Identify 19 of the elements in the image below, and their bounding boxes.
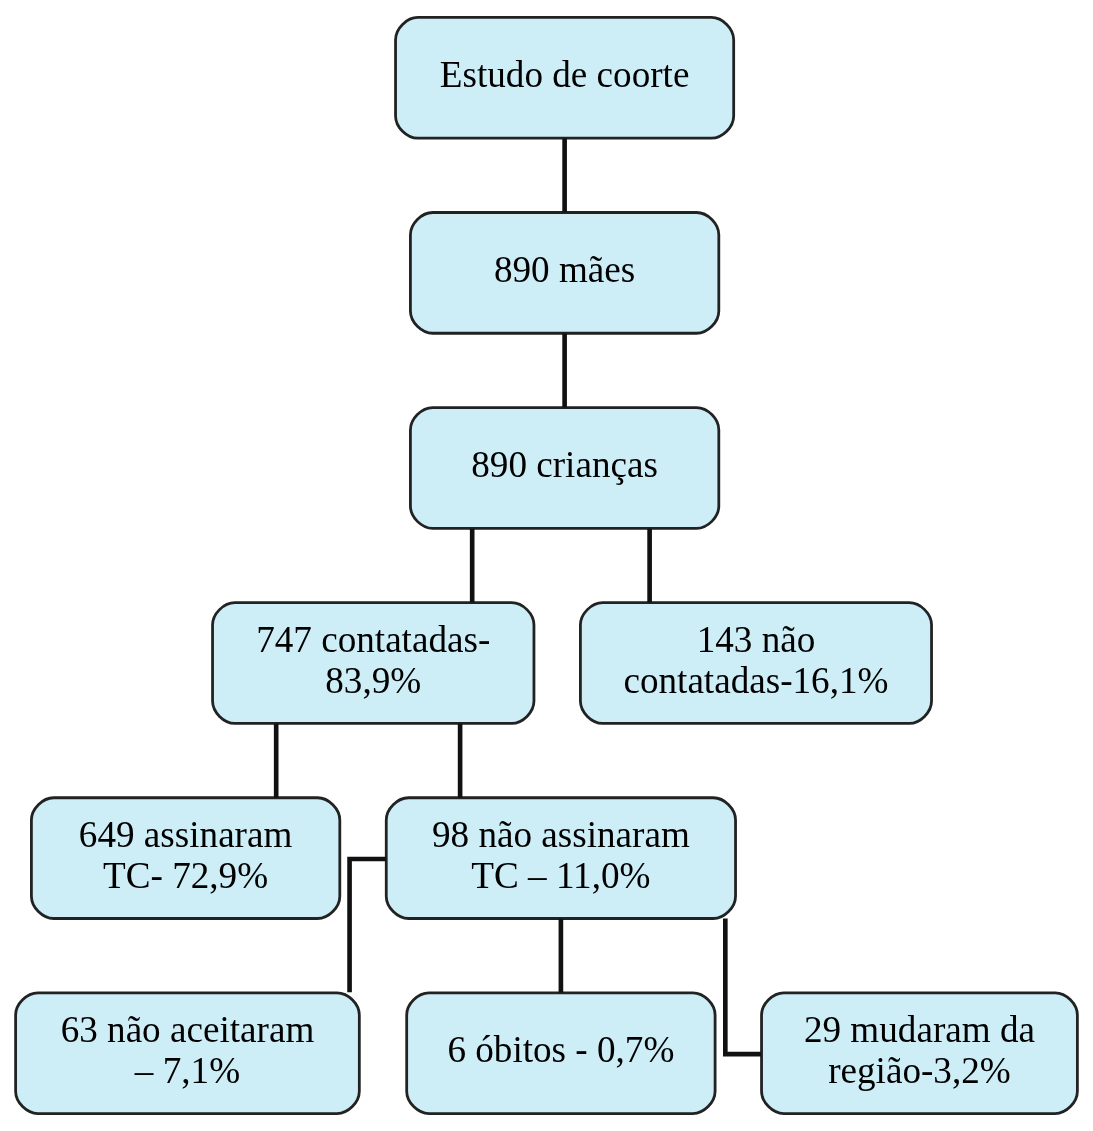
connector [562,333,567,408]
node-box: 649 assinaram TC- 72,9% [30,796,342,920]
node-box: 29 mudaram da região-3,2% [760,991,1079,1115]
connector [558,918,564,993]
node-box: Estudo de coorte [394,16,736,140]
connector [469,528,475,603]
connector [647,528,652,603]
connector [457,723,463,798]
node-box: 747 contatadas- 83,9% [211,601,536,725]
node-box: 98 não assinaram TC – 11,0% [384,796,737,920]
node-box: 63 não aceitaram – 7,1% [14,991,361,1115]
connector [723,918,761,1057]
node-box: 890 crianças [409,406,721,530]
connector [562,138,567,213]
connector [347,856,386,993]
node-box: 6 óbitos - 0,7% [405,991,717,1115]
node-box: 890 mães [409,211,721,335]
node-box: 143 não contatadas-16,1% [579,601,933,725]
connector [273,723,279,798]
